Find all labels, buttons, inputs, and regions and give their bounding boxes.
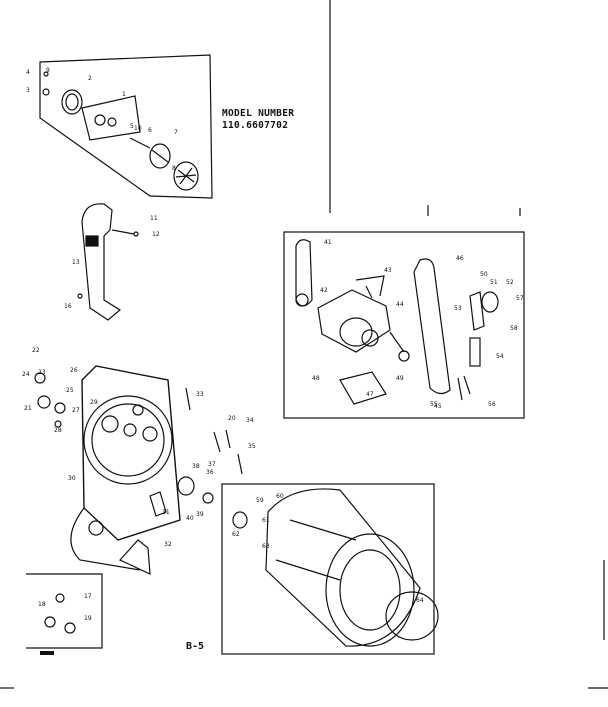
callout-24: 24: [22, 371, 30, 378]
callout-56: 56: [488, 401, 496, 408]
callout-45: 45: [434, 403, 442, 410]
callout-40: 40: [186, 515, 194, 522]
callout-47: 47: [366, 391, 374, 398]
callout-54: 54: [496, 353, 504, 360]
callout-50: 50: [480, 271, 488, 278]
callout-29: 29: [90, 399, 98, 406]
callout-9: 9: [46, 67, 50, 74]
callout-41: 41: [324, 239, 332, 246]
callout-33: 33: [196, 391, 204, 398]
bulkhead-drum-opening: [83, 395, 173, 485]
callout-37: 37: [208, 461, 216, 468]
shaft-housing: [81, 95, 141, 141]
callout-48: 48: [312, 375, 320, 382]
callout-63: 63: [262, 543, 270, 550]
callout-30: 30: [68, 475, 76, 482]
callout-59: 59: [256, 497, 264, 504]
callout-62: 62: [232, 531, 240, 538]
callout-28: 28: [54, 427, 62, 434]
callout-57: 57: [516, 295, 524, 302]
callout-32: 32: [164, 541, 172, 548]
drum-seal: [385, 591, 439, 641]
callout-26: 26: [70, 367, 78, 374]
callout-53: 53: [454, 305, 462, 312]
callout-13: 13: [72, 259, 80, 266]
callout-44: 44: [396, 301, 404, 308]
small-parts: [177, 429, 243, 504]
callout-2: 2: [88, 75, 92, 82]
callout-27: 27: [72, 407, 80, 414]
callout-31: 31: [162, 509, 170, 516]
drive-belt-large: [413, 258, 451, 395]
callout-35: 35: [248, 443, 256, 450]
callout-4: 4: [26, 69, 30, 76]
callout-39: 39: [196, 511, 204, 518]
callout-7: 7: [174, 129, 178, 136]
callout-6: 6: [148, 127, 152, 134]
callout-51: 51: [490, 279, 498, 286]
callout-64: 64: [416, 597, 424, 604]
callout-16: 16: [64, 303, 72, 310]
callout-52: 52: [506, 279, 514, 286]
callout-10: 10: [134, 125, 142, 132]
callout-36: 36: [206, 469, 214, 476]
drive-belt-small: [295, 239, 313, 307]
callout-18: 18: [38, 601, 46, 608]
callout-60: 60: [276, 493, 284, 500]
callout-3: 3: [26, 87, 30, 94]
rear-bulkhead: [34, 365, 191, 575]
idler-wheel: [481, 291, 499, 313]
model-heading: MODEL NUMBER: [222, 108, 295, 119]
callout-1: 1: [122, 91, 126, 98]
callout-49: 49: [396, 375, 404, 382]
callout-58: 58: [510, 325, 518, 332]
callout-38: 38: [192, 463, 200, 470]
callout-20: 20: [228, 415, 236, 422]
callout-43: 43: [384, 267, 392, 274]
idler-pulley: [149, 143, 171, 169]
callout-55: 55: [430, 401, 438, 408]
callout-21: 21: [24, 405, 32, 412]
callout-42: 42: [320, 287, 328, 294]
callout-8: 8: [172, 165, 176, 172]
callout-22: 22: [32, 347, 40, 354]
callout-23: 23: [38, 369, 46, 376]
detail-box: [26, 573, 103, 655]
drum-inset: [221, 483, 439, 655]
motor-mount: [339, 371, 387, 405]
drive-pulley: [61, 89, 83, 115]
model-number: 110.6607702: [222, 120, 289, 131]
exhaust-duct: [77, 203, 139, 321]
callout-61: 61: [262, 517, 270, 524]
pulley-assembly-inset: [39, 54, 213, 199]
callout-17: 17: [84, 593, 92, 600]
callout-25: 25: [66, 387, 74, 394]
blower-wheel: [173, 161, 199, 191]
model-label: MODEL NUMBER 110.6607702: [222, 108, 294, 132]
page-number: B-5: [186, 641, 205, 652]
callout-5: 5: [130, 123, 134, 130]
motor-body: [317, 289, 391, 353]
motor-belt-inset: [283, 231, 525, 419]
callout-34: 34: [246, 417, 254, 424]
callout-46: 46: [456, 255, 464, 262]
callout-19: 19: [84, 615, 92, 622]
callout-11: 11: [150, 215, 158, 222]
callout-12: 12: [152, 231, 160, 238]
tumbler-drum: [265, 488, 421, 647]
heater-element-housing: [119, 539, 151, 575]
